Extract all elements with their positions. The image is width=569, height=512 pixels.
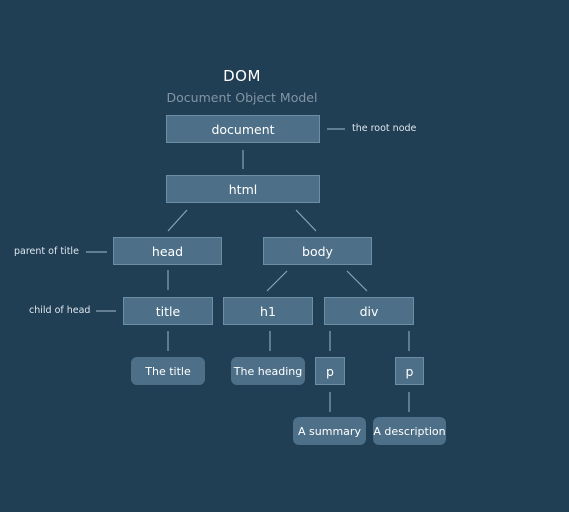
node-html: html xyxy=(166,175,320,203)
text-node-the-title: The title xyxy=(131,357,205,385)
text-node-a-description: A description xyxy=(373,417,446,445)
node-head: head xyxy=(113,237,222,265)
diagram-title: DOM xyxy=(223,67,261,85)
text-node-a-summary: A summary xyxy=(293,417,366,445)
node-p-summary: p xyxy=(315,357,345,385)
connector-html-head xyxy=(167,209,188,232)
annotation-root-node: the root node xyxy=(352,123,417,134)
connector-body-h1 xyxy=(266,270,288,292)
node-div: div xyxy=(324,297,414,325)
node-body: body xyxy=(263,237,372,265)
annotation-child-of-head: child of head xyxy=(29,305,91,316)
node-title: title xyxy=(123,297,213,325)
diagram-subtitle: Document Object Model xyxy=(166,90,318,105)
node-h1: h1 xyxy=(223,297,313,325)
connector-html-body xyxy=(295,209,317,232)
connector-body-div xyxy=(346,270,368,292)
text-node-the-heading: The heading xyxy=(231,357,305,385)
annotation-parent-of-title: parent of title xyxy=(14,246,79,257)
node-document: document xyxy=(166,115,320,143)
node-p-description: p xyxy=(395,357,424,385)
